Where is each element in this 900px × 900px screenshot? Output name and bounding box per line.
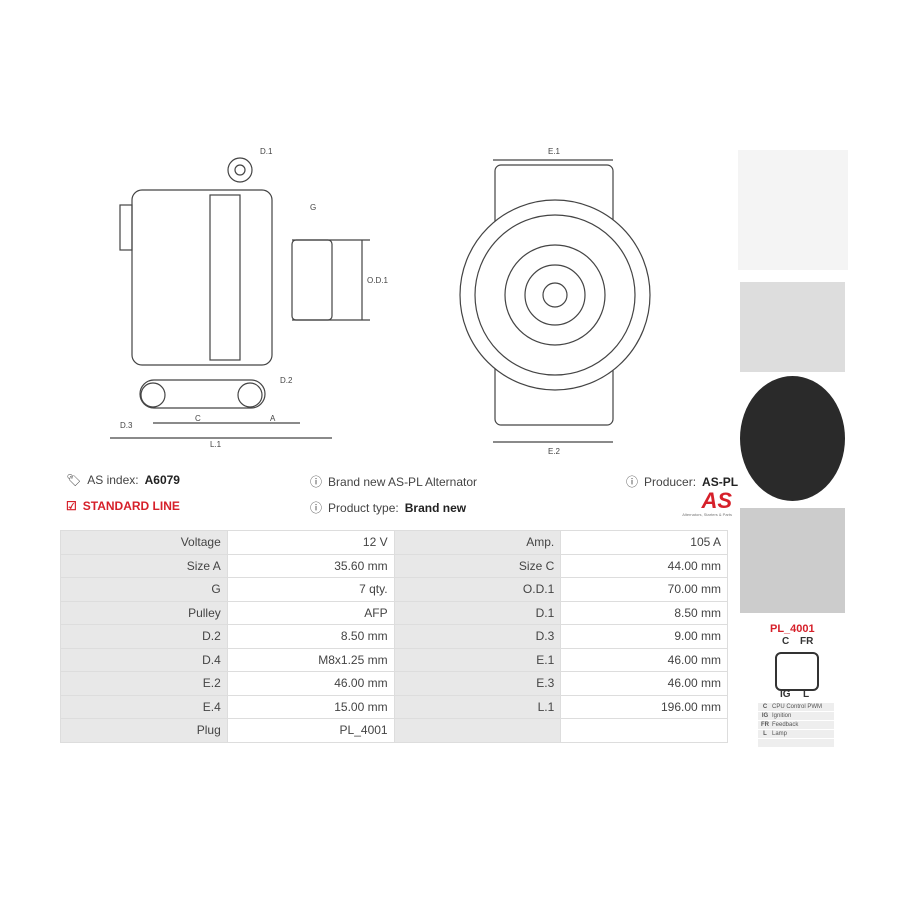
- spec-label: L.1: [393, 694, 562, 719]
- svg-text:G: G: [310, 203, 316, 212]
- product-photo-angle: [740, 508, 845, 613]
- spec-value: 105 A: [560, 530, 728, 555]
- front-view-drawing: E.1 E.2: [459, 147, 651, 456]
- product-photo-front: [738, 150, 848, 270]
- spec-label: Plug: [60, 718, 228, 743]
- spec-value: 9.00 mm: [560, 624, 728, 649]
- checkbox-icon: ☑: [66, 499, 77, 513]
- spec-label: [393, 718, 562, 743]
- spec-label: O.D.1: [393, 577, 562, 602]
- plug-pin-c: C: [782, 636, 790, 647]
- pin-description: Lamp: [772, 731, 788, 737]
- as-index: 🏷AS index:A6079: [66, 473, 180, 487]
- product-photo-rear: [740, 376, 845, 501]
- standard-line-badge: ☑STANDARD LINE: [66, 499, 180, 513]
- spec-label: G: [60, 577, 228, 602]
- plug-pin-l: L: [803, 689, 810, 700]
- pin-code: FR: [761, 722, 769, 728]
- pin-code: IG: [761, 713, 769, 719]
- spec-label: D.4: [60, 647, 228, 672]
- svg-text:E.1: E.1: [548, 147, 561, 156]
- spec-label: E.1: [393, 647, 562, 672]
- plug-legend-row: L Lamp: [758, 730, 834, 738]
- pin-code: C: [762, 704, 768, 710]
- pin-description: Feedback: [772, 722, 799, 728]
- spec-label: E.2: [60, 671, 228, 696]
- pin-description: Ignition: [772, 713, 792, 719]
- plug-name: PL_4001: [770, 623, 815, 635]
- spec-label: Size A: [60, 553, 228, 578]
- svg-text:D.2: D.2: [280, 376, 293, 385]
- spec-label: D.1: [393, 600, 562, 625]
- spec-value: 35.60 mm: [226, 553, 395, 578]
- svg-text:D.3: D.3: [120, 421, 133, 430]
- pin-code: L: [763, 731, 767, 737]
- plug-legend-row: [758, 739, 834, 747]
- side-view-drawing: D.1 G O.D.1 D.2 D.3 C A L.1: [110, 147, 388, 449]
- pin-description: CPU Control PWM: [772, 704, 823, 710]
- spec-value: 70.00 mm: [560, 577, 728, 602]
- tags-icon: 🏷: [66, 473, 82, 487]
- spec-value: 44.00 mm: [560, 553, 728, 578]
- spec-value: 8.50 mm: [560, 600, 728, 625]
- info-icon: ⓘ: [310, 475, 323, 489]
- spec-value: M8x1.25 mm: [226, 647, 395, 672]
- spec-label: Size C: [393, 553, 562, 578]
- plug-pin-ig: IG: [780, 689, 791, 700]
- info-icon: ⓘ: [626, 475, 639, 489]
- svg-text:E.2: E.2: [548, 447, 561, 456]
- spec-value: 46.00 mm: [560, 671, 728, 696]
- spec-value: PL_4001: [226, 718, 395, 743]
- spec-label: D.3: [393, 624, 562, 649]
- spec-label: Amp.: [393, 530, 562, 555]
- spec-value: 196.00 mm: [560, 694, 728, 719]
- info-icon: ⓘ: [310, 501, 323, 515]
- spec-label: Pulley: [60, 600, 228, 625]
- spec-value: 46.00 mm: [226, 671, 395, 696]
- spec-value: 8.50 mm: [226, 624, 395, 649]
- svg-text:D.1: D.1: [260, 147, 273, 156]
- plug-legend-row: C CPU Control PWM: [758, 703, 834, 711]
- spec-label: D.2: [60, 624, 228, 649]
- spec-label: E.4: [60, 694, 228, 719]
- svg-text:L.1: L.1: [210, 440, 222, 449]
- spec-value: [560, 718, 728, 743]
- product-photo-side: [740, 282, 845, 372]
- spec-value: AFP: [226, 600, 395, 625]
- spec-value: 7 qty.: [226, 577, 395, 602]
- svg-text:O.D.1: O.D.1: [367, 276, 388, 285]
- spec-value: 15.00 mm: [226, 694, 395, 719]
- spec-value: 12 V: [226, 530, 395, 555]
- spec-label: E.3: [393, 671, 562, 696]
- svg-text:A: A: [270, 414, 276, 423]
- plug-connector-icon: [775, 652, 819, 691]
- spec-value: 46.00 mm: [560, 647, 728, 672]
- spec-label: Voltage: [60, 530, 228, 555]
- plug-pin-fr: FR: [800, 636, 814, 647]
- svg-text:C: C: [195, 414, 201, 423]
